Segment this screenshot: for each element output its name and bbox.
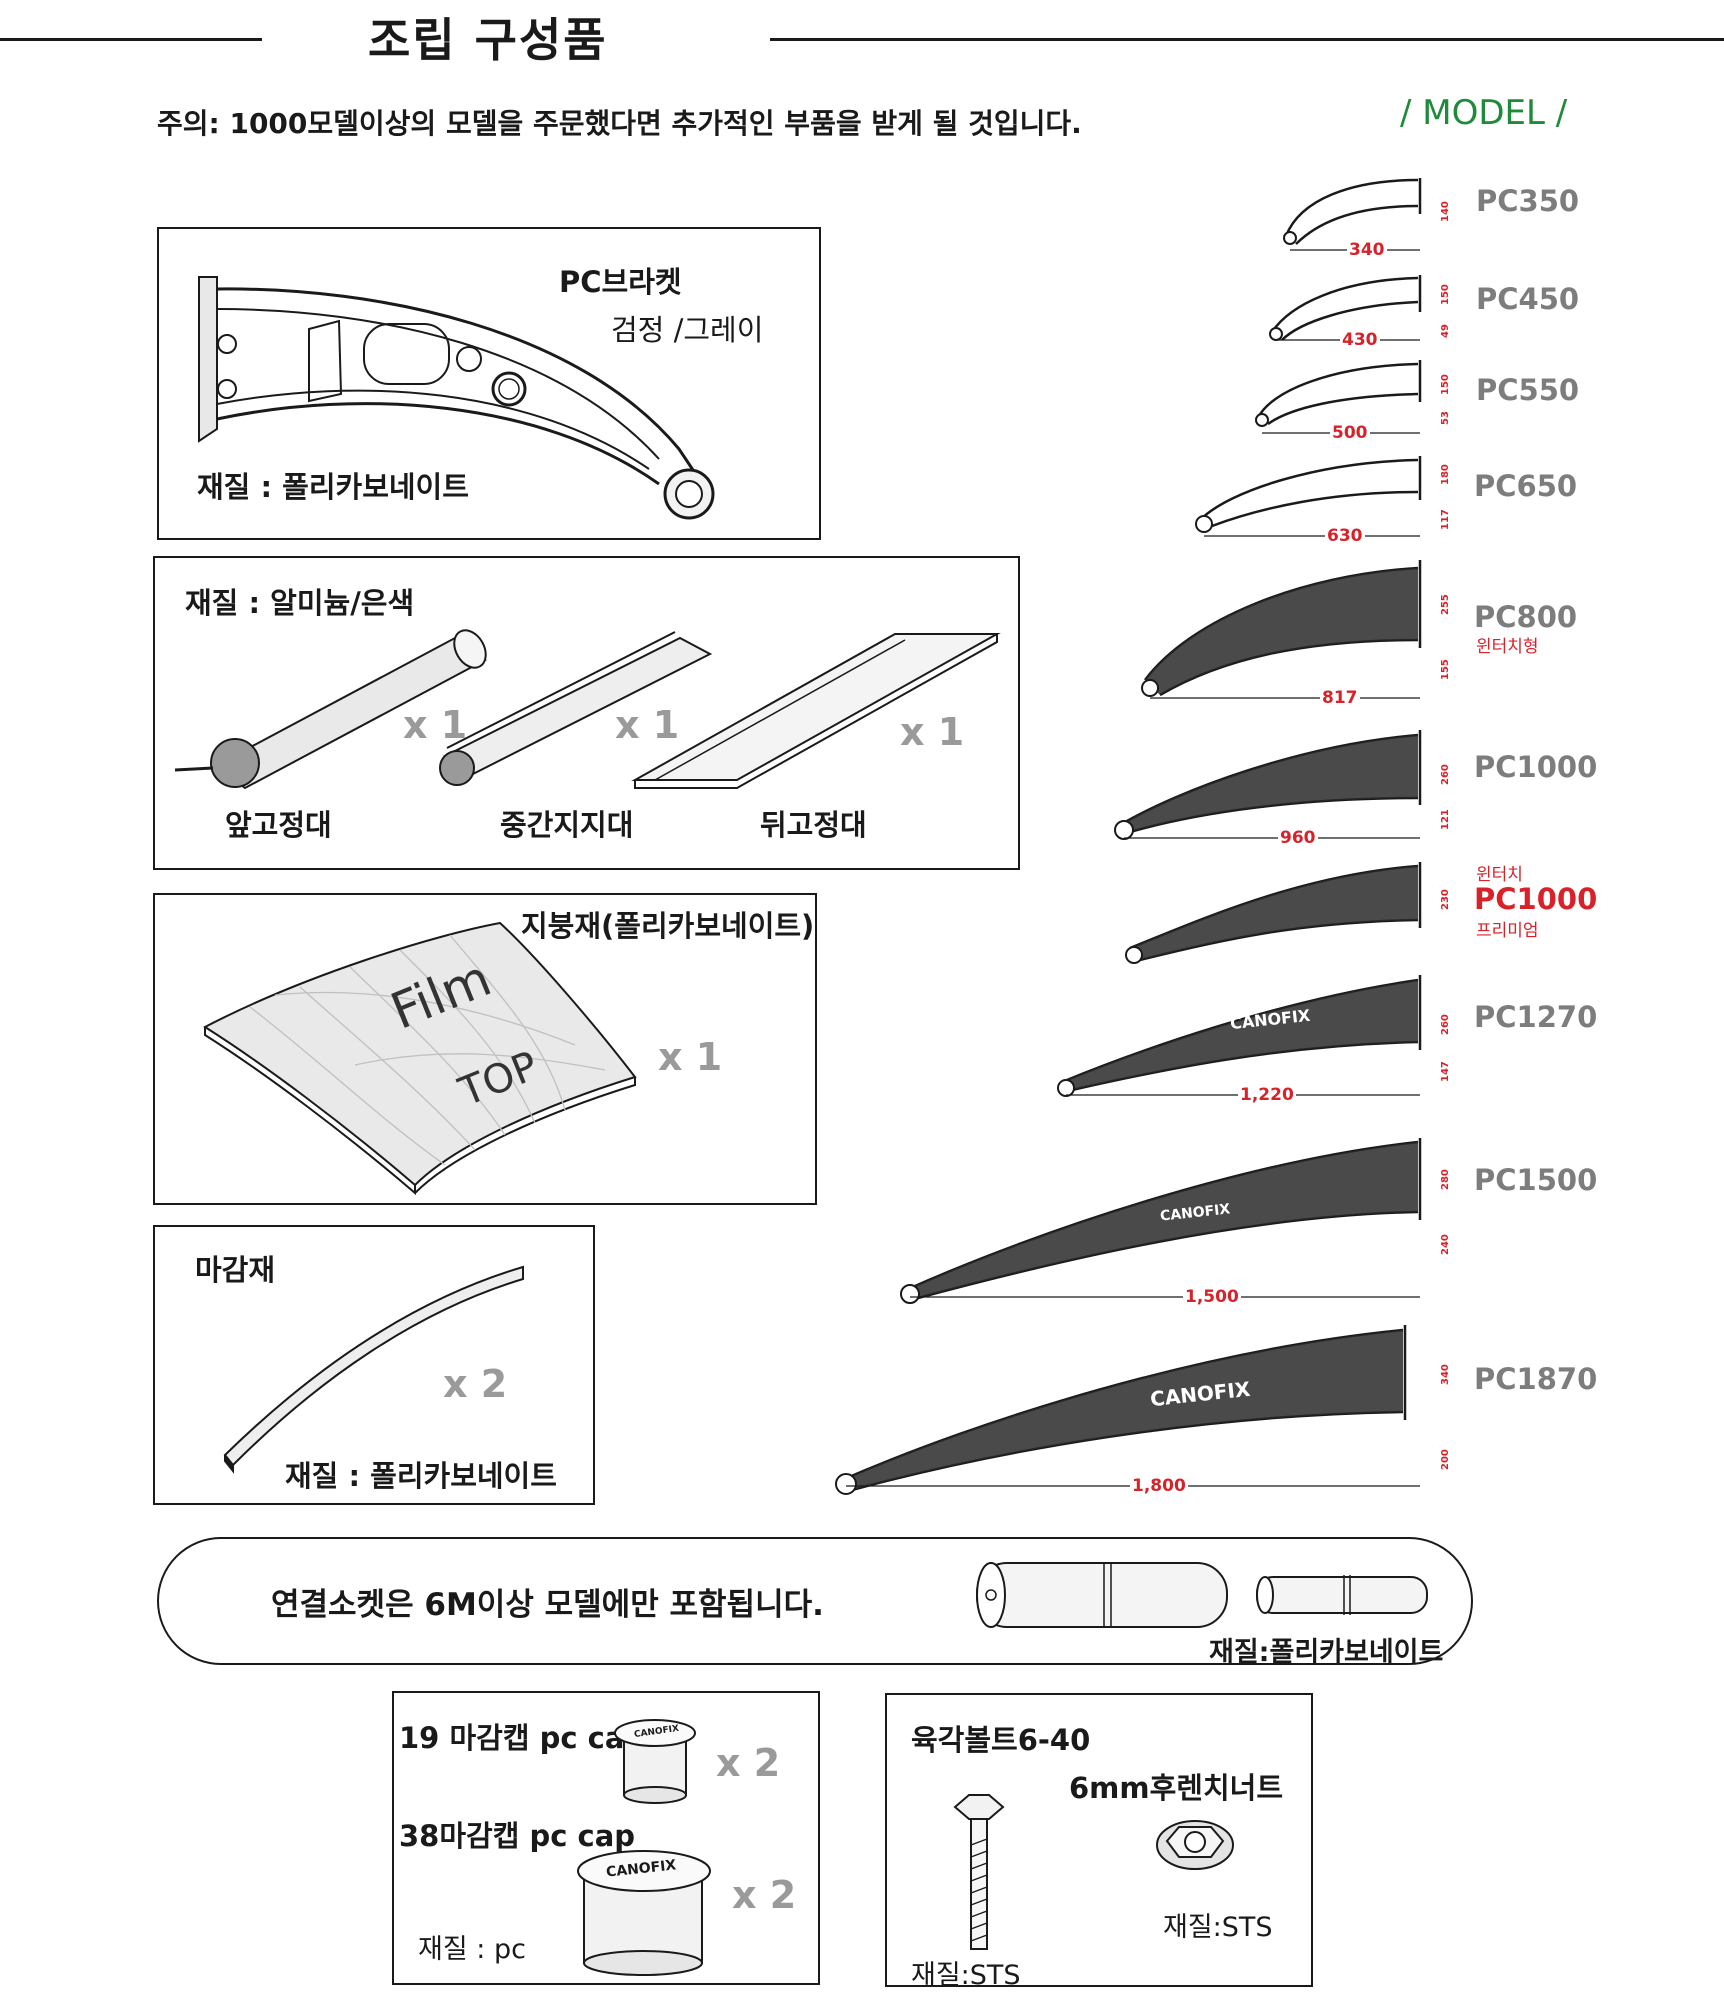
pc650-height: 180: [1440, 464, 1451, 485]
finish-material: 재질 : 폴리카보네이트: [285, 1459, 557, 1493]
bracket-name: PC브라켓: [559, 265, 682, 299]
socket-illustration: [976, 1562, 1428, 1628]
page-title: 조립 구성품: [368, 13, 608, 67]
aluminum-box: 재질 : 알미늄/은색 x 1 x 1 x 1 앞고정대 중간지지대 뒤고정대: [153, 556, 1020, 870]
cap-material: 재질 : pc: [418, 1934, 526, 1965]
cap-box: 19 마감캡 pc cap CANOFIX x 2 38마감캡 pc cap C…: [392, 1691, 820, 1985]
pc1270-below: 147: [1440, 1061, 1451, 1082]
pc1500-below: 240: [1440, 1234, 1451, 1255]
cap-illustration: [577, 1719, 711, 1976]
pc450-height: 150: [1440, 284, 1451, 305]
model-pc1000p-sub: 프리미엄: [1476, 921, 1539, 941]
pc450-below: 49: [1440, 324, 1451, 338]
pc1000-below: 121: [1440, 809, 1451, 830]
model-pc1000: PC1000: [1474, 750, 1598, 784]
cap19-qty: x 2: [716, 1741, 781, 1785]
model-pc800-sub: 윈터치형: [1476, 637, 1539, 657]
back-rail-qty: x 1: [900, 710, 965, 754]
pc1270-width: 1,220: [1238, 1085, 1296, 1105]
middle-rail-qty: x 1: [615, 703, 680, 747]
pc650-below: 117: [1440, 509, 1451, 530]
pc550-height: 150: [1440, 374, 1451, 395]
cap38-qty: x 2: [732, 1873, 797, 1917]
bracket-colors: 검정 /그레이: [611, 313, 764, 347]
model-pc450: PC450: [1476, 282, 1580, 316]
model-pc1000p-pre: 윈터치: [1476, 865, 1523, 885]
bracket-illustration: [198, 276, 715, 520]
pc800-below: 155: [1440, 659, 1451, 680]
bolt-material: 재질:STS: [911, 1960, 1021, 1991]
pc350-height: 140: [1440, 201, 1451, 222]
pc450-width: 430: [1340, 330, 1380, 350]
pc1000-height: 260: [1440, 764, 1451, 785]
model-pc800: PC800: [1474, 600, 1578, 634]
cap19-label: 19 마감캡 pc cap: [399, 1721, 646, 1755]
bracket-material: 재질 : 폴리카보네이트: [197, 470, 469, 504]
model-pc1500: PC1500: [1474, 1163, 1598, 1197]
roof-name: 지붕재(폴리카보네이트): [521, 909, 815, 943]
pc550-width: 500: [1330, 423, 1370, 443]
bracket-box: PC브라켓 검정 /그레이 재질 : 폴리카보네이트: [157, 227, 821, 540]
cap38-label: 38마감캡 pc cap: [399, 1819, 636, 1853]
model-pc1870: PC1870: [1474, 1362, 1598, 1396]
pc1000p-height: 230: [1440, 889, 1451, 910]
roof-box: 지붕재(폴리카보네이트) Film TOP x 1: [153, 893, 817, 1205]
nut-label: 6mm후렌치너트: [1069, 1771, 1284, 1805]
model-pc350: PC350: [1476, 184, 1580, 218]
model-pc1000p: PC1000: [1474, 882, 1598, 916]
pc650-width: 630: [1325, 526, 1365, 546]
order-notice: 주의: 1000모델이상의 모델을 주문했다면 추가적인 부품을 받게 될 것입…: [157, 107, 1082, 140]
socket-material: 재질:폴리카보네이트: [1209, 1637, 1444, 1668]
model-pc650: PC650: [1474, 469, 1578, 503]
pc1500-width: 1,500: [1183, 1287, 1241, 1307]
pc1270-height: 260: [1440, 1014, 1451, 1035]
middle-rail-label: 중간지지대: [500, 808, 634, 842]
front-rail-label: 앞고정대: [225, 808, 332, 842]
pc350-width: 340: [1347, 240, 1387, 260]
aluminum-parts-illustration: [174, 629, 1001, 790]
nut-material: 재질:STS: [1163, 1912, 1273, 1943]
roof-sheet-illustration: [202, 921, 637, 1196]
front-rail-qty: x 1: [403, 703, 468, 747]
pc550-below: 53: [1440, 411, 1451, 425]
bolt-nut-illustration: [953, 1794, 1234, 1950]
bolt-box: 육각볼트6-40 6mm후렌치너트 재질:STS 재질:STS: [885, 1693, 1313, 1991]
header-rule-right: [770, 38, 1724, 41]
roof-qty: x 1: [658, 1035, 723, 1079]
model-pc1270: PC1270: [1474, 1000, 1598, 1034]
pc1870-width: 1,800: [1130, 1476, 1188, 1496]
finish-name: 마감재: [195, 1253, 276, 1287]
pc800-height: 255: [1440, 594, 1451, 615]
aluminum-material: 재질 : 알미늄/은색: [185, 586, 415, 620]
header-rule-left: [0, 38, 262, 41]
pc1870-height: 340: [1440, 1364, 1451, 1385]
model-pc550: PC550: [1476, 373, 1580, 407]
socket-banner: 연결소켓은 6M이상 모델에만 포함됩니다. 재질:폴리카보네이트: [157, 1537, 1473, 1668]
socket-text: 연결소켓은 6M이상 모델에만 포함됩니다.: [271, 1587, 824, 1623]
pc800-width: 817: [1320, 688, 1360, 708]
pc1500-height: 280: [1440, 1169, 1451, 1190]
finish-box: 마감재 x 2 재질 : 폴리카보네이트: [153, 1225, 595, 1505]
model-heading: / MODEL /: [1400, 93, 1568, 133]
pc1870-below: 200: [1440, 1449, 1451, 1470]
finish-strip-illustration: [223, 1265, 524, 1474]
finish-qty: x 2: [443, 1362, 508, 1406]
back-rail-label: 뒤고정대: [760, 808, 867, 842]
bolt-label: 육각볼트6-40: [911, 1723, 1091, 1757]
pc1000-width: 960: [1278, 828, 1318, 848]
